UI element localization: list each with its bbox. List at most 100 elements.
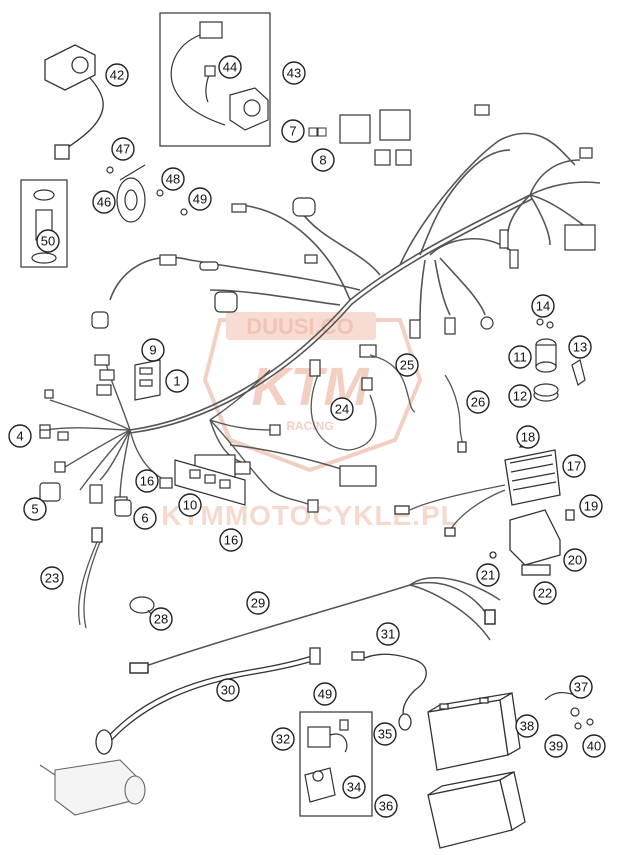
callout-label: 30	[221, 683, 235, 698]
callout-label: 14	[536, 299, 550, 314]
watermark-sub-text: RACING	[286, 419, 333, 433]
callout-label: 47	[116, 142, 130, 157]
part-30-starter-cable	[95, 647, 321, 755]
callout-label: 49	[318, 687, 332, 702]
callout-label: 20	[568, 553, 582, 568]
callout-label: 5	[31, 502, 38, 517]
callout-circle	[219, 528, 243, 552]
callout-label: 31	[381, 627, 395, 642]
callout-label: 24	[335, 402, 349, 417]
callout-label: 46	[97, 195, 111, 210]
parts-4-5-6	[39, 429, 132, 517]
callout-circle	[330, 397, 354, 421]
callout-circle	[544, 734, 568, 758]
callout-label: 37	[574, 680, 588, 695]
callout-circle	[582, 734, 606, 758]
callout-circle	[161, 167, 185, 191]
watermark: DUUSI.CO KTM RACING KTMMOTOCYKLE.PL	[161, 312, 458, 531]
callout-label: 29	[251, 596, 265, 611]
part-32-34-box	[299, 711, 373, 817]
callout-label: 49	[193, 192, 207, 207]
callout-circle	[563, 548, 587, 572]
callout-circle	[23, 497, 47, 521]
callout-circle	[508, 345, 532, 369]
callout-label: 4	[16, 429, 23, 444]
callout-label: 13	[573, 340, 587, 355]
part-43-box	[159, 12, 271, 147]
callout-circle	[531, 294, 555, 318]
callout-circle	[516, 425, 540, 449]
starter-motor	[39, 759, 146, 816]
callout-label: 22	[538, 586, 552, 601]
callout-label: 23	[45, 571, 59, 586]
callout-circle	[579, 494, 603, 518]
callout-circle	[533, 581, 557, 605]
callout-circle	[40, 566, 64, 590]
part-31	[351, 651, 427, 731]
callout-label: 10	[183, 498, 197, 513]
callout-label: 21	[481, 568, 495, 583]
callout-circle	[36, 229, 60, 253]
callout-circle	[515, 714, 539, 738]
callout-label: 16	[140, 474, 154, 489]
callout-label: 16	[224, 533, 238, 548]
callout-label: 32	[276, 732, 290, 747]
callout-circle	[373, 722, 397, 746]
callout-label: 42	[110, 68, 124, 83]
callout-label: 44	[223, 60, 237, 75]
callouts: 1456789101112131416161718192021222324252…	[8, 55, 606, 818]
callout-label: 48	[166, 172, 180, 187]
callout-circle	[141, 338, 165, 362]
callout-circle	[105, 63, 129, 87]
callout-circle	[282, 61, 306, 85]
regulator-17-22	[489, 438, 575, 576]
callout-label: 17	[567, 459, 581, 474]
part-50-box	[20, 179, 68, 268]
horn-part-46	[106, 164, 188, 223]
callout-label: 50	[41, 234, 55, 249]
callout-circle	[135, 469, 159, 493]
callout-circle	[8, 424, 32, 448]
callout-circle	[111, 137, 135, 161]
callout-label: 26	[471, 395, 485, 410]
callout-circle	[374, 794, 398, 818]
callout-circle	[562, 454, 586, 478]
regulator-cable	[394, 484, 506, 537]
watermark-top-text: DUUSI.CO	[246, 314, 354, 339]
callout-label: 28	[154, 612, 168, 627]
callout-label: 38	[520, 719, 534, 734]
watermark-shield	[202, 318, 423, 473]
callout-circle	[568, 335, 592, 359]
parts-11-14	[533, 318, 586, 402]
callout-label: 36	[379, 799, 393, 814]
part-42-switch	[44, 44, 104, 160]
callout-circle	[342, 775, 366, 799]
callout-label: 11	[513, 350, 527, 365]
parts-7-8	[308, 127, 327, 137]
callout-label: 35	[378, 727, 392, 742]
part-29-harness	[129, 577, 501, 674]
sensors-24-25-26	[310, 354, 467, 453]
callout-label: 19	[584, 499, 598, 514]
callout-label: 39	[549, 739, 563, 754]
callout-circle	[218, 55, 242, 79]
callout-circle	[569, 675, 593, 699]
part-23	[78, 527, 103, 629]
connectors	[39, 104, 596, 513]
callout-circle	[216, 678, 240, 702]
callout-circle	[281, 119, 305, 143]
callout-label: 34	[347, 780, 361, 795]
callout-circle	[149, 607, 173, 631]
callout-circle	[476, 563, 500, 587]
callout-circle	[376, 622, 400, 646]
callout-label: 9	[149, 343, 156, 358]
callout-circle	[92, 190, 116, 214]
callout-circle	[508, 384, 532, 408]
battery-cable-37	[544, 692, 594, 730]
callout-circle	[188, 187, 212, 211]
callout-circle	[178, 493, 202, 517]
callout-label: 43	[287, 66, 301, 81]
callout-circle	[311, 148, 335, 172]
callout-circle	[313, 682, 337, 706]
